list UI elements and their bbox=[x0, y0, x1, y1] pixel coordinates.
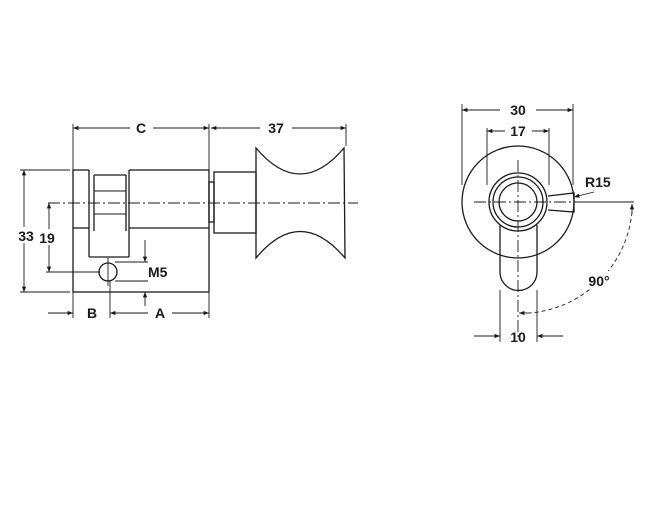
dim-r15-label: R15 bbox=[585, 174, 611, 190]
dim-17-label: 17 bbox=[510, 123, 526, 139]
dim-90-label: 90° bbox=[588, 273, 609, 289]
step bbox=[208, 181, 215, 223]
dim-m5-label: M5 bbox=[148, 264, 168, 280]
cam-tongue bbox=[547, 192, 575, 213]
dim-10-label: 10 bbox=[510, 329, 526, 345]
knob-shaft bbox=[213, 171, 257, 234]
dim-30-label: 30 bbox=[510, 102, 526, 118]
dim-a-label: A bbox=[155, 305, 165, 321]
cylinder-body bbox=[72, 169, 210, 293]
side-view: C 37 33 19 M5 B A bbox=[14, 120, 358, 321]
dim-b-label: B bbox=[87, 305, 97, 321]
front-view: 30 17 R15 90° 10 bbox=[461, 102, 635, 345]
dim-c-label: C bbox=[136, 120, 146, 136]
rotation-arc bbox=[529, 211, 633, 314]
lever bbox=[499, 225, 538, 292]
dim-33-label: 33 bbox=[18, 228, 34, 244]
dim-37-label: 37 bbox=[268, 120, 284, 136]
cam-slot bbox=[88, 168, 130, 258]
dim-19-label: 19 bbox=[39, 230, 55, 246]
knob bbox=[255, 146, 346, 260]
